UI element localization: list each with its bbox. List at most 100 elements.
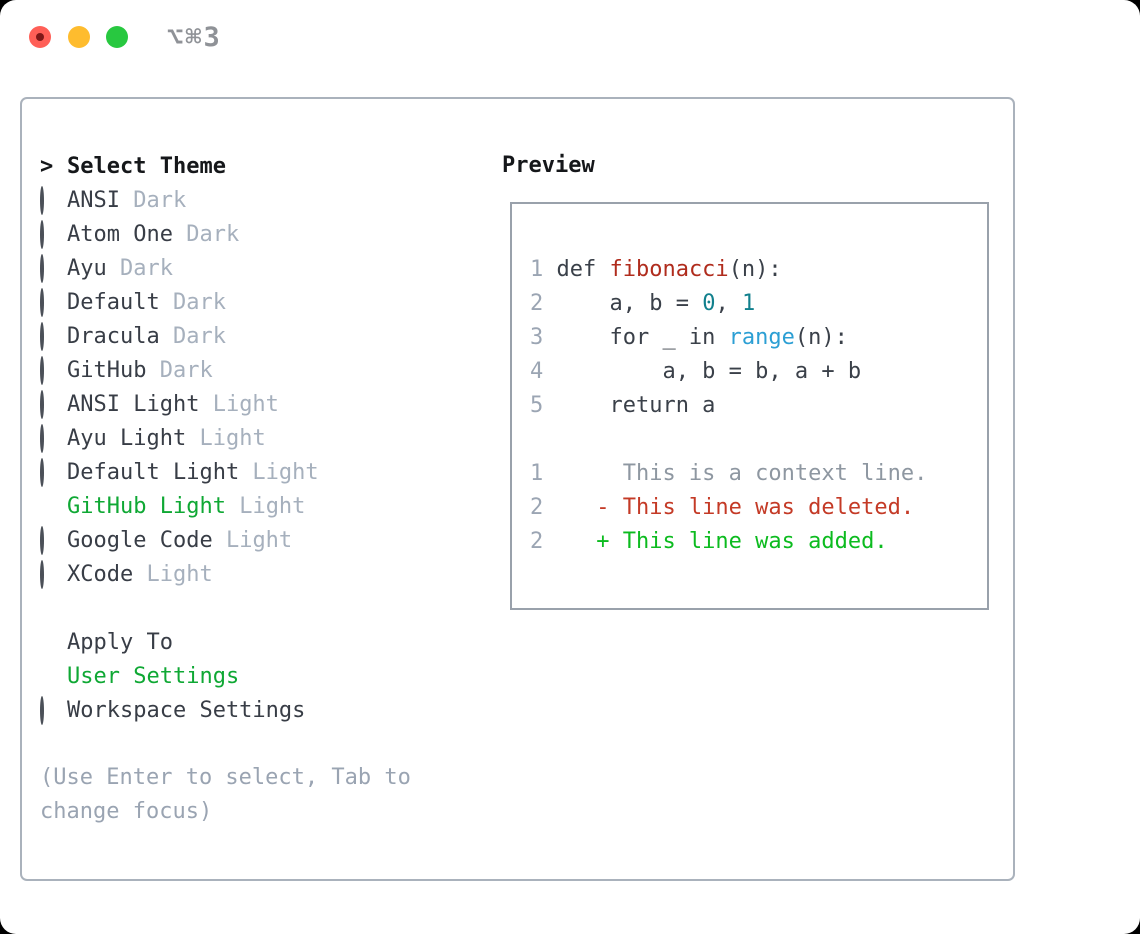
- preview-line: 2 + This line was added.: [530, 525, 969, 559]
- theme-name[interactable]: Dracula: [67, 323, 160, 349]
- radio-unselected-icon[interactable]: [40, 219, 44, 249]
- close-button-icon[interactable]: [29, 26, 51, 48]
- theme-option-ansi[interactable]: ANSI Dark: [40, 183, 450, 217]
- theme-name[interactable]: GitHub: [67, 357, 147, 383]
- token-code: a, b = b, a + b: [556, 359, 862, 384]
- token-number: 1: [741, 291, 756, 316]
- token-number: 0: [702, 291, 716, 316]
- apply-option-workspace-settings[interactable]: Workspace Settings: [40, 693, 450, 727]
- theme-variant: Light: [133, 561, 213, 587]
- radio-unselected-icon[interactable]: [40, 321, 44, 351]
- preview-line: 5 return a: [530, 389, 969, 423]
- theme-name[interactable]: GitHub Light: [67, 493, 226, 519]
- preview-line: 1 def fibonacci(n):: [530, 253, 969, 287]
- theme-variant: Dark: [172, 221, 240, 247]
- theme-variant: Light: [225, 493, 306, 519]
- preview-line: 2 a, b = 0, 1: [530, 287, 969, 321]
- token-code: a, b =: [556, 291, 703, 316]
- theme-option-default[interactable]: Default Dark: [40, 285, 450, 319]
- theme-variant: Dark: [146, 357, 213, 383]
- theme-option-github[interactable]: GitHub Dark: [40, 353, 450, 387]
- theme-variant: Dark: [159, 323, 226, 349]
- radio-unselected-icon[interactable]: [40, 287, 44, 317]
- theme-name[interactable]: Atom One: [67, 221, 173, 247]
- line-number: 2: [530, 495, 544, 520]
- line-number: 1: [530, 257, 544, 282]
- minimize-button-icon[interactable]: [68, 26, 90, 48]
- window-title-shortcut: ⌥⌘3: [167, 22, 222, 53]
- theme-name[interactable]: Google Code: [67, 527, 213, 553]
- preview-blank-line: [530, 423, 969, 457]
- theme-name[interactable]: Ayu: [67, 255, 107, 281]
- theme-name[interactable]: ANSI: [67, 187, 120, 213]
- radio-unselected-icon[interactable]: [40, 695, 44, 725]
- theme-variant: Light: [186, 425, 266, 451]
- theme-name[interactable]: Default: [67, 289, 160, 315]
- spacer: [40, 591, 450, 625]
- token-code: return a: [556, 393, 716, 418]
- theme-option-github-light[interactable]: GitHub Light Light: [40, 489, 450, 523]
- token-code: (n):: [728, 257, 782, 282]
- keyboard-hint: (Use Enter to select, Tab to change focu…: [40, 765, 411, 824]
- theme-option-google-code[interactable]: Google Code Light: [40, 523, 450, 557]
- line-number: 5: [530, 393, 544, 418]
- line-number: 4: [530, 359, 544, 384]
- theme-name[interactable]: XCode: [67, 561, 134, 587]
- theme-variant: Light: [199, 391, 279, 417]
- apply-option-label[interactable]: Workspace Settings: [67, 697, 306, 723]
- line-number: 1: [530, 461, 544, 486]
- preview-title: Preview: [502, 153, 595, 178]
- theme-option-default-light[interactable]: Default Light Light: [40, 455, 450, 489]
- token-builtin: range: [728, 325, 795, 350]
- line-number: 2: [530, 291, 544, 316]
- selection-caret: >: [40, 153, 54, 179]
- theme-option-atom-one[interactable]: Atom One Dark: [40, 217, 450, 251]
- radio-unselected-icon[interactable]: [40, 559, 44, 589]
- line-number: 2: [530, 529, 544, 554]
- theme-option-ayu-light[interactable]: Ayu Light Light: [40, 421, 450, 455]
- token-code: (n):: [794, 325, 848, 350]
- token-function: fibonacci: [609, 257, 729, 282]
- radio-unselected-icon[interactable]: [40, 389, 44, 419]
- spacer: [40, 727, 450, 761]
- theme-name[interactable]: Default Light: [67, 459, 240, 485]
- theme-option-ansi-light[interactable]: ANSI Light Light: [40, 387, 450, 421]
- radio-unselected-icon[interactable]: [40, 525, 44, 555]
- radio-unselected-icon[interactable]: [40, 423, 44, 453]
- theme-option-ayu[interactable]: Ayu Dark: [40, 251, 450, 285]
- apply-to-title: Apply To: [67, 629, 173, 655]
- token-deleted: - This line was deleted.: [556, 495, 915, 520]
- apply-to-header: Apply To: [40, 625, 450, 659]
- line-number: 3: [530, 325, 544, 350]
- radio-unselected-icon[interactable]: [40, 253, 44, 283]
- radio-unselected-icon[interactable]: [40, 185, 44, 215]
- token-code: ,: [715, 291, 742, 316]
- apply-option-label[interactable]: User Settings: [67, 663, 240, 689]
- token-context: This is a context line.: [556, 461, 928, 486]
- preview-line: 1 This is a context line.: [530, 457, 969, 491]
- theme-variant: Light: [239, 459, 319, 485]
- theme-name[interactable]: ANSI Light: [67, 391, 200, 417]
- token-code: def: [556, 257, 610, 282]
- radio-unselected-icon[interactable]: [40, 457, 44, 487]
- apply-option-user-settings[interactable]: User Settings: [40, 659, 450, 693]
- theme-option-dracula[interactable]: Dracula Dark: [40, 319, 450, 353]
- theme-variant: Dark: [119, 187, 187, 213]
- theme-name[interactable]: Ayu Light: [67, 425, 187, 451]
- select-theme-title: Select Theme: [67, 153, 226, 179]
- radio-unselected-icon[interactable]: [40, 355, 44, 385]
- theme-variant: Dark: [159, 289, 226, 315]
- theme-variant: Dark: [106, 255, 173, 281]
- theme-option-xcode[interactable]: XCode Light: [40, 557, 450, 591]
- theme-variant: Light: [212, 527, 293, 553]
- select-theme-header: > Select Theme: [40, 149, 450, 183]
- token-added: + This line was added.: [556, 529, 888, 554]
- token-code: for _ in: [556, 325, 729, 350]
- zoom-button-icon[interactable]: [106, 26, 128, 48]
- preview-line: 2 - This line was deleted.: [530, 491, 969, 525]
- preview-line: 4 a, b = b, a + b: [530, 355, 969, 389]
